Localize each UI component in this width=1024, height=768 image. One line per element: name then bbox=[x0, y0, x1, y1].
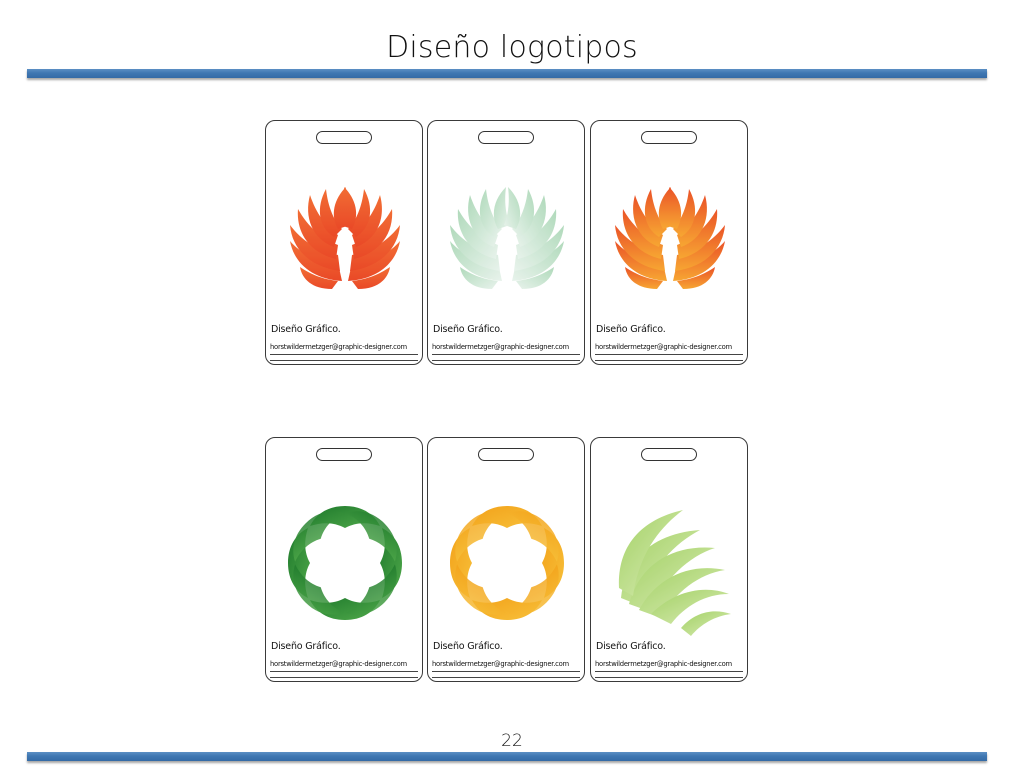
badge-card: Diseño Gráfico. horstwildermetzger@graph… bbox=[590, 437, 748, 682]
card-email: horstwildermetzger@graphic-designer.com bbox=[270, 343, 407, 351]
orange-red-wings-logo bbox=[270, 171, 420, 321]
orange-wings-logo bbox=[595, 171, 745, 321]
divider bbox=[595, 677, 743, 678]
divider bbox=[432, 360, 580, 361]
badge-card: Diseño Gráfico. horstwildermetzger@graph… bbox=[590, 120, 748, 365]
card-title: Diseño Gráfico. bbox=[596, 324, 666, 335]
lanyard-slot bbox=[641, 448, 697, 461]
divider bbox=[270, 360, 418, 361]
card-email: horstwildermetzger@graphic-designer.com bbox=[595, 660, 732, 668]
divider bbox=[270, 677, 418, 678]
divider bbox=[432, 354, 580, 355]
divider bbox=[270, 671, 418, 672]
lanyard-slot bbox=[316, 131, 372, 144]
card-email: horstwildermetzger@graphic-designer.com bbox=[432, 660, 569, 668]
lanyard-slot bbox=[641, 131, 697, 144]
green-ring-logo bbox=[270, 488, 420, 638]
card-title: Diseño Gráfico. bbox=[433, 324, 503, 335]
badge-card: Diseño Gráfico. horstwildermetzger@graph… bbox=[427, 437, 585, 682]
lanyard-slot bbox=[316, 448, 372, 461]
green-feather-logo bbox=[595, 488, 745, 638]
divider bbox=[270, 354, 418, 355]
card-email: horstwildermetzger@graphic-designer.com bbox=[270, 660, 407, 668]
pale-green-wings-logo bbox=[432, 171, 582, 321]
card-title: Diseño Gráfico. bbox=[271, 324, 341, 335]
bottom-accent-bar bbox=[27, 752, 987, 761]
badge-card: Diseño Gráfico. horstwildermetzger@graph… bbox=[265, 120, 423, 365]
divider bbox=[595, 360, 743, 361]
divider bbox=[432, 671, 580, 672]
page-number: 22 bbox=[501, 731, 523, 751]
card-email: horstwildermetzger@graphic-designer.com bbox=[432, 343, 569, 351]
badge-card: Diseño Gráfico. horstwildermetzger@graph… bbox=[265, 437, 423, 682]
card-email: horstwildermetzger@graphic-designer.com bbox=[595, 343, 732, 351]
orange-ring-logo bbox=[432, 488, 582, 638]
lanyard-slot bbox=[478, 448, 534, 461]
card-title: Diseño Gráfico. bbox=[596, 641, 666, 652]
divider bbox=[595, 354, 743, 355]
divider bbox=[432, 677, 580, 678]
lanyard-slot bbox=[478, 131, 534, 144]
card-title: Diseño Gráfico. bbox=[271, 641, 341, 652]
divider bbox=[595, 671, 743, 672]
card-title: Diseño Gráfico. bbox=[433, 641, 503, 652]
top-accent-bar bbox=[27, 69, 987, 78]
badge-card: Diseño Gráfico. horstwildermetzger@graph… bbox=[427, 120, 585, 365]
slide-title: Diseño logotipos bbox=[386, 30, 638, 65]
